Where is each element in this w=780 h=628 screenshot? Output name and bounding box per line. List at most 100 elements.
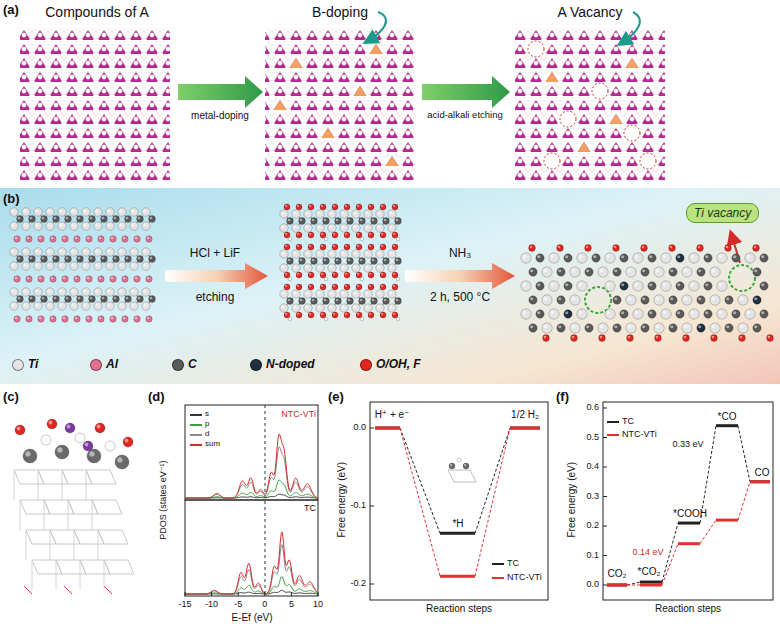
atom-sphere	[697, 324, 705, 332]
atom-highlight	[578, 310, 582, 314]
atom-highlight	[143, 249, 146, 252]
atom-highlight	[381, 205, 383, 207]
atom-highlight	[102, 257, 105, 260]
dos-curve	[185, 434, 318, 498]
atom-highlight	[634, 310, 638, 314]
atom-sphere	[332, 204, 338, 210]
atom-highlight	[381, 313, 383, 315]
atom-highlight	[107, 209, 110, 212]
atom-sphere	[113, 256, 120, 263]
wireframe-edge	[62, 470, 63, 500]
atom-highlight	[111, 237, 113, 239]
tick-mark	[370, 506, 374, 507]
legend-text: NTC-VTi	[507, 572, 542, 582]
dos-curve	[185, 494, 318, 498]
atom-sphere	[661, 253, 671, 263]
atom-highlight	[289, 278, 290, 279]
atom-highlight	[683, 324, 687, 328]
atom-sphere	[613, 324, 621, 332]
atom-sphere	[125, 256, 132, 263]
atom-sphere	[371, 218, 378, 225]
wireframe-cell	[98, 530, 128, 544]
atom-highlight	[285, 245, 287, 247]
atom-sphere	[753, 296, 761, 304]
atom-highlight	[384, 259, 387, 262]
atom-sphere	[335, 298, 342, 305]
atom-sphere	[347, 218, 354, 225]
atom-sphere	[536, 310, 544, 318]
atom-sphere	[287, 258, 294, 265]
atom-highlight	[309, 205, 311, 207]
atom-highlight	[357, 273, 359, 275]
atom-highlight	[711, 268, 715, 272]
atom-highlight	[83, 289, 86, 292]
atom-sphere	[704, 310, 712, 318]
atom-sphere	[661, 309, 671, 319]
atom-highlight	[578, 282, 582, 286]
lattice-sheet	[265, 28, 415, 180]
atom-sphere	[62, 236, 68, 242]
atom-highlight	[131, 303, 134, 306]
atom-sphere	[46, 248, 54, 256]
atom-highlight	[360, 299, 363, 302]
atom-sphere	[106, 302, 114, 310]
atom-highlight	[71, 303, 74, 306]
legend-text: Ti	[28, 358, 38, 372]
atom-sphere	[94, 208, 102, 216]
atom-sphere	[380, 284, 386, 290]
atom-sphere	[368, 232, 374, 238]
atom-highlight	[119, 209, 122, 212]
atom-highlight	[288, 259, 291, 262]
tick-mark	[264, 592, 265, 596]
atom-highlight	[754, 269, 757, 272]
atom-highlight	[51, 317, 53, 319]
atom-sphere	[359, 258, 366, 265]
atom-highlight	[147, 277, 149, 279]
atom-highlight	[333, 273, 335, 275]
atom-highlight	[655, 296, 659, 300]
atom-highlight	[345, 233, 347, 235]
figure-label: 0.0	[353, 422, 366, 432]
atom-highlight	[761, 311, 764, 314]
atom-sphere	[577, 281, 587, 291]
atom-highlight	[324, 219, 327, 222]
atom-highlight	[99, 277, 101, 279]
atom-sphere	[130, 248, 138, 256]
atom-highlight	[305, 251, 308, 254]
atom-highlight	[281, 211, 284, 214]
level-connector	[475, 428, 510, 533]
atom-sphere	[288, 237, 292, 241]
atom-highlight	[297, 313, 299, 315]
atom-sphere	[627, 335, 634, 342]
atom-sphere	[94, 222, 102, 230]
atom-sphere	[380, 204, 386, 210]
atom-highlight	[389, 291, 392, 294]
atom-highlight	[353, 225, 356, 228]
atom-highlight	[35, 223, 38, 226]
atom-highlight	[297, 205, 299, 207]
axis-mark	[24, 586, 32, 594]
atom-highlight	[293, 305, 296, 308]
atom-sphere	[457, 458, 461, 462]
atom-highlight	[341, 225, 344, 228]
atom-highlight	[705, 255, 708, 258]
atom-sphere	[633, 309, 643, 319]
atom-sphere	[676, 282, 684, 290]
level-connector	[662, 523, 678, 582]
atom-highlight	[95, 249, 98, 252]
atom-sphere	[22, 302, 30, 310]
atom-sphere	[311, 218, 318, 225]
atom-sphere	[130, 222, 138, 230]
atom-highlight	[147, 317, 149, 319]
atom-sphere	[380, 312, 386, 318]
legend-line-sample	[190, 424, 202, 426]
atom-sphere	[328, 304, 336, 312]
energy-level	[640, 581, 662, 584]
atom-highlight	[333, 313, 335, 315]
atom-sphere	[549, 253, 559, 263]
atom-sphere	[371, 298, 378, 305]
atom-sphere	[296, 272, 302, 278]
atom-highlight	[11, 303, 14, 306]
atom-highlight	[47, 223, 50, 226]
atom-highlight	[119, 289, 122, 292]
